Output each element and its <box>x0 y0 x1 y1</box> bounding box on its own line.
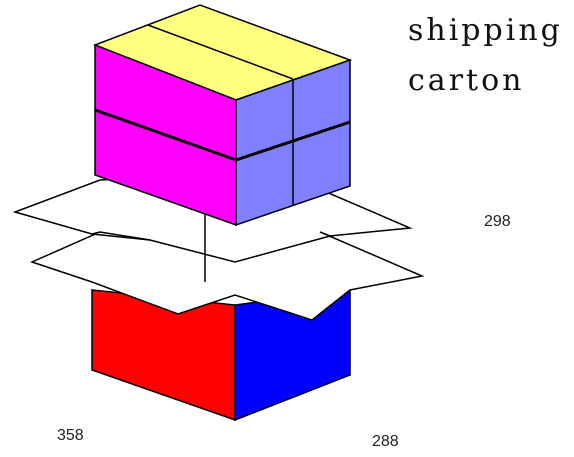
flap-crease-left <box>91 231 151 241</box>
width-dimension-label: 288 <box>372 433 399 450</box>
middle-band-line-side <box>235 120 351 162</box>
length-dimension-label: 358 <box>57 427 84 444</box>
middle-band-line <box>94 108 237 162</box>
title-line-1: shipping <box>408 13 563 48</box>
flap-crease-right <box>319 231 331 237</box>
box-front-face <box>91 289 236 422</box>
top-seam-line <box>147 24 294 80</box>
height-dimension-label: 298 <box>484 213 511 230</box>
title-line-2: carton <box>408 63 525 98</box>
